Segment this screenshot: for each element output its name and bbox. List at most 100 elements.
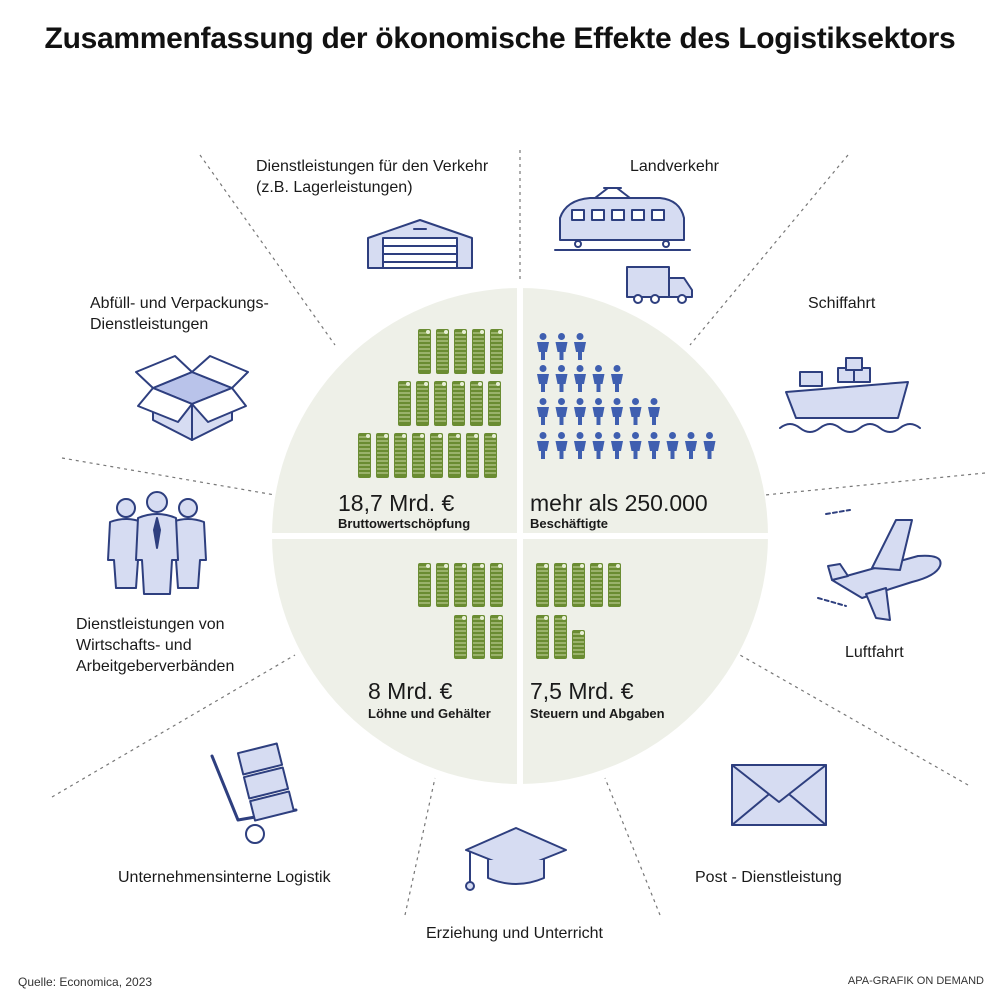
money-stack <box>376 433 389 478</box>
person-icon <box>629 432 642 459</box>
person-icon <box>648 432 660 459</box>
divider-lines <box>51 150 986 916</box>
q4-label: Steuern und Abgaben <box>530 706 665 721</box>
label-associations-line2: Wirtschafts- und <box>76 637 192 654</box>
money-stacks-q4 <box>536 563 621 659</box>
label-associations: Dienstleistungen von Wirtschafts- und Ar… <box>76 614 234 677</box>
person-icon <box>555 333 568 360</box>
money-stack <box>488 381 501 426</box>
person-icon <box>537 365 549 392</box>
money-stack <box>536 615 549 659</box>
person-icon <box>537 432 549 459</box>
q1-value: 18,7 Mrd. € <box>338 490 455 516</box>
label-associations-line3: Arbeitgeberverbänden <box>76 658 235 675</box>
money-stack <box>490 329 503 374</box>
credit-note: APA-GRAFIK ON DEMAND <box>847 975 984 987</box>
label-ship: Schiffahrt <box>808 295 876 312</box>
person-icon <box>703 432 716 459</box>
person-icon <box>592 432 605 459</box>
business-people-icon <box>107 491 207 595</box>
person-icon <box>555 432 568 459</box>
label-education: Erziehung und Unterricht <box>426 925 603 942</box>
person-icon <box>648 398 660 425</box>
airplane-icon <box>817 509 942 621</box>
money-stack <box>430 433 443 478</box>
label-internal: Unternehmensinterne Logistik <box>118 869 331 886</box>
person-icon <box>685 432 697 459</box>
money-stack <box>472 329 485 374</box>
money-stack <box>484 433 497 478</box>
person-icon <box>555 398 568 425</box>
money-stacks-q3 <box>418 563 503 659</box>
money-stack <box>572 630 585 659</box>
money-stack <box>554 615 567 659</box>
person-icon <box>592 398 605 425</box>
open-box-icon <box>135 355 249 441</box>
q3-value: 8 Mrd. € <box>368 678 453 704</box>
money-stack <box>466 433 479 478</box>
q4-value: 7,5 Mrd. € <box>530 678 634 704</box>
q2-value: mehr als 250.000 <box>530 490 708 516</box>
money-stack <box>434 381 447 426</box>
money-stack <box>448 433 461 478</box>
people-icons-q2 <box>537 333 716 459</box>
person-icon <box>537 333 549 360</box>
q1-label: Bruttowertschöpfung <box>338 516 471 531</box>
money-stack <box>472 615 485 659</box>
person-icon <box>537 398 549 425</box>
label-services-traffic-line1: Dienstleistungen für den Verkehr <box>256 158 489 175</box>
label-associations-line1: Dienstleistungen von <box>76 616 225 633</box>
q3-label: Löhne und Gehälter <box>368 706 491 721</box>
money-stack <box>418 563 431 607</box>
money-stack <box>472 563 485 607</box>
hand-truck-icon <box>210 742 298 844</box>
graduation-cap-icon <box>465 827 567 891</box>
person-icon <box>611 398 623 425</box>
q2-label: Beschäftigte <box>530 516 609 531</box>
money-stacks-q1 <box>358 329 503 478</box>
envelope-icon <box>731 764 827 826</box>
person-icon <box>629 398 642 425</box>
truck-icon <box>626 266 693 304</box>
label-packaging-line2: Dienstleistungen <box>90 316 209 333</box>
label-packaging-line1: Abfüll- und Verpackungs- <box>90 295 269 312</box>
label-post: Post - Dienstleistung <box>695 869 842 886</box>
money-stack <box>436 329 449 374</box>
money-stack <box>536 563 549 607</box>
person-icon <box>574 333 586 360</box>
person-icon <box>611 432 623 459</box>
warehouse-icon <box>367 219 473 269</box>
money-stack <box>398 381 411 426</box>
money-stack <box>554 563 567 607</box>
train-icon <box>554 187 691 251</box>
money-stack <box>358 433 371 478</box>
money-stack <box>454 615 467 659</box>
label-services-traffic-line2: (z.B. Lagerleistungen) <box>256 179 413 196</box>
label-services-traffic: Dienstleistungen für den Verkehr (z.B. L… <box>256 156 488 198</box>
label-land: Landverkehr <box>630 158 719 175</box>
person-icon <box>555 365 568 392</box>
person-icon <box>592 365 605 392</box>
money-stack <box>590 563 603 607</box>
money-stack <box>572 563 585 607</box>
money-stack <box>608 563 621 607</box>
page-title: Zusammenfassung der ökonomische Effekte … <box>44 22 956 55</box>
person-icon <box>666 432 679 459</box>
person-icon <box>574 432 586 459</box>
person-icon <box>574 398 586 425</box>
money-stack <box>490 615 503 659</box>
label-packaging: Abfüll- und Verpackungs- Dienstleistunge… <box>90 293 269 335</box>
label-air: Luftfahrt <box>845 644 904 661</box>
money-stack <box>452 381 465 426</box>
person-icon <box>574 365 586 392</box>
money-stack <box>454 563 467 607</box>
money-stack <box>394 433 407 478</box>
money-stack <box>418 329 431 374</box>
money-stack <box>436 563 449 607</box>
source-note: Quelle: Economica, 2023 <box>18 975 153 989</box>
money-stack <box>490 563 503 607</box>
person-icon <box>611 365 623 392</box>
money-stack <box>416 381 429 426</box>
money-stack <box>454 329 467 374</box>
